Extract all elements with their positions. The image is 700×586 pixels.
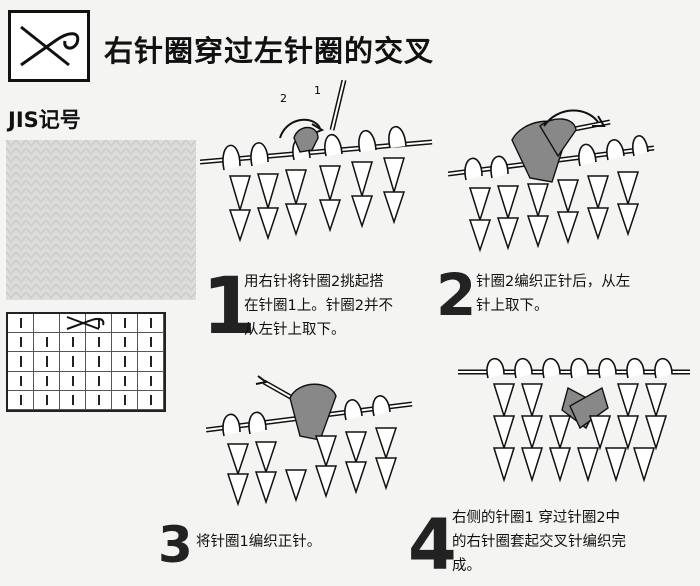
step-number-4: 4: [408, 504, 457, 586]
page-title: 右针圈穿过左针圈的交叉: [104, 34, 435, 68]
step1-text: 用右针将针圈2挑起搭在针圈1上。针圈2并不从左针上取下。: [244, 274, 393, 338]
step4-illustration: [458, 357, 690, 483]
step2-text: 针圈2编织正针后，从左针上取下。: [476, 274, 631, 314]
step2-illustration: [448, 109, 655, 253]
jis-label: JIS记号: [8, 108, 81, 132]
step-number-1: 1: [202, 262, 257, 352]
step3-illustration: [206, 375, 413, 507]
step-number-2: 2: [436, 261, 477, 329]
loop-label-1: 1: [314, 84, 321, 97]
loop-label-2: 2: [280, 92, 287, 105]
step1-illustration: 2 1: [200, 80, 433, 243]
chart-cross-symbol-icon: [66, 316, 105, 330]
stitch-chart-grid: [6, 312, 166, 412]
step-number-3: 3: [158, 516, 193, 574]
cross-stitch-symbol: [8, 10, 90, 82]
step4-text: 右侧的针圈1 穿过针圈2中的右针圈套起交叉针编织完成。: [452, 510, 626, 574]
step3-text: 将针圈1编织正针。: [196, 534, 322, 550]
right-cross-symbol-icon: [20, 25, 80, 67]
swatch-photo: [6, 140, 196, 300]
